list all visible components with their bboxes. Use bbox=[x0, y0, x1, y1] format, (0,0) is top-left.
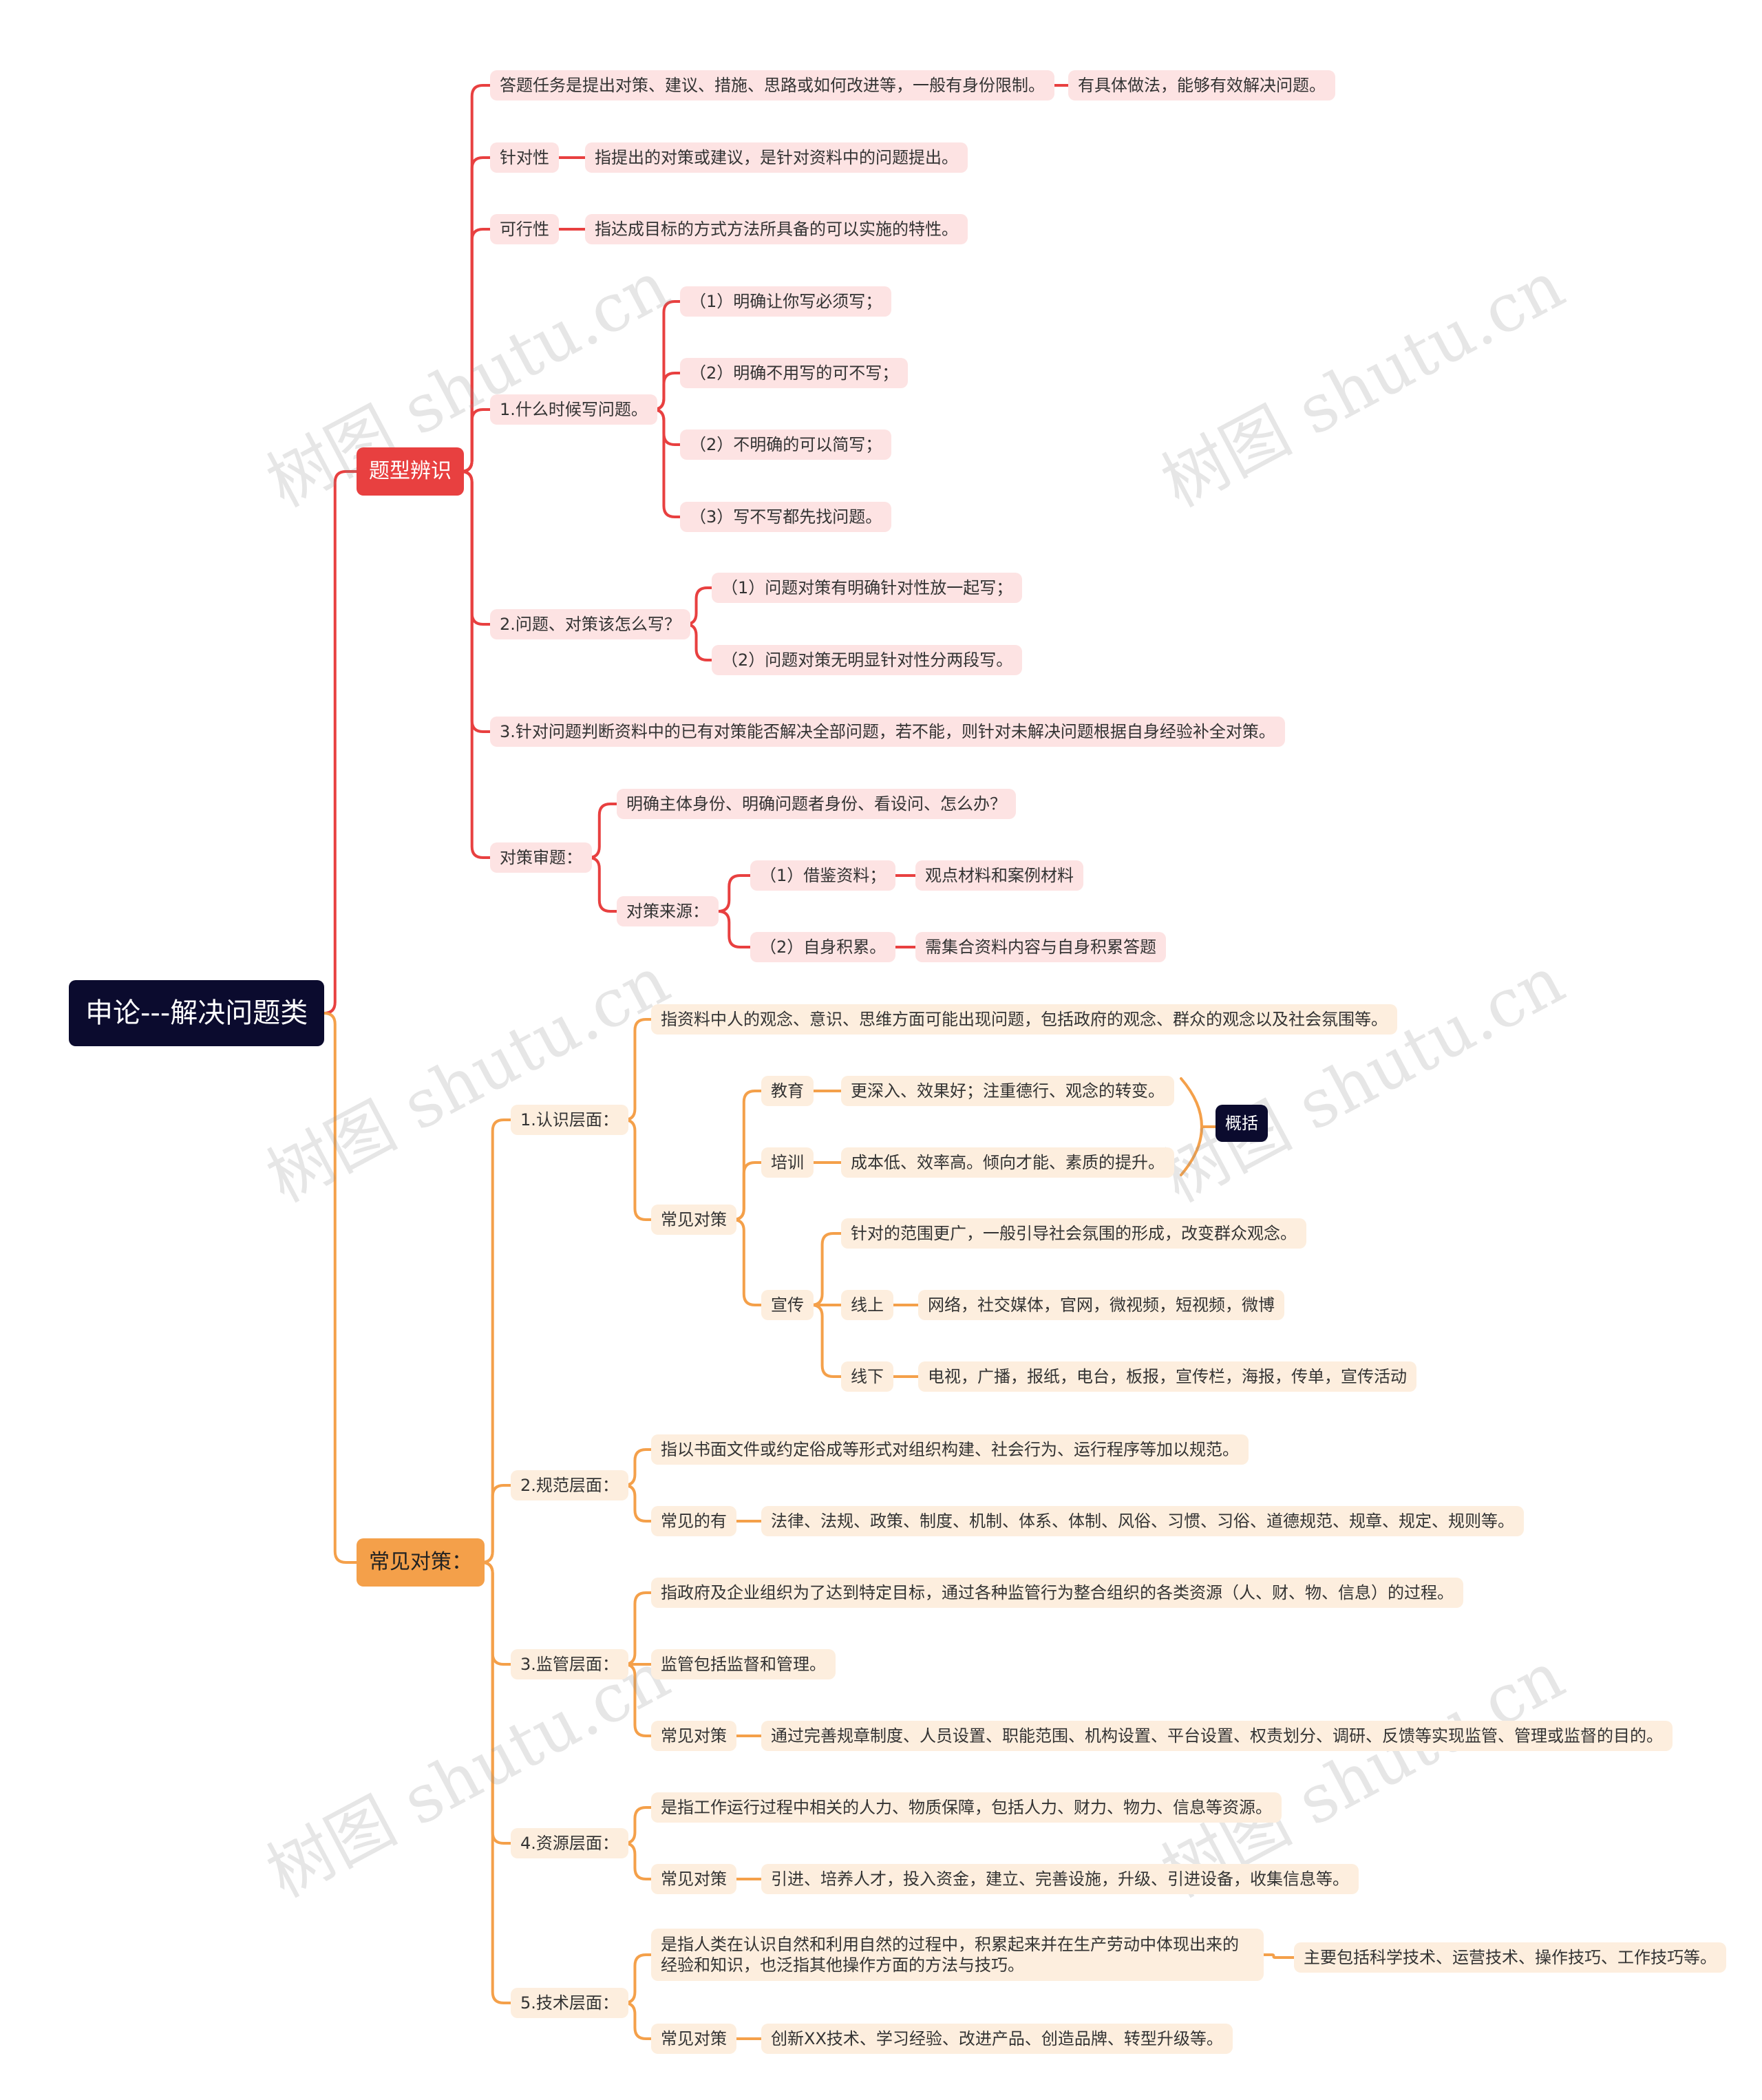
node-tech-def[interactable]: 是指人类在认识自然和利用自然的过程中，积累起来并在生产劳动中体现出来的经验和知识… bbox=[651, 1929, 1264, 1981]
connector bbox=[717, 874, 752, 913]
node-cognition-measures[interactable]: 常见对策 bbox=[651, 1205, 736, 1235]
node-norm-def[interactable]: 指以书面文件或约定俗成等形式对组织构建、社会行为、运行程序等加以规范。 bbox=[651, 1434, 1249, 1465]
node-task[interactable]: 答题任务是提出对策、建议、措施、思路或如何改进等，一般有身份限制。 bbox=[490, 70, 1054, 100]
node-norm[interactable]: 2.规范层面： bbox=[511, 1470, 628, 1500]
node-edu-child[interactable]: 更深入、效果好；注重德行、观念的转变。 bbox=[841, 1076, 1174, 1106]
connector bbox=[588, 856, 618, 913]
node-publicity[interactable]: 宣传 bbox=[761, 1290, 814, 1320]
node-judge[interactable]: 3.针对问题判断资料中的已有对策能否解决全部问题，若不能，则针对未解决问题根据自… bbox=[490, 717, 1285, 747]
node-tech-measures-child[interactable]: 创新XX技术、学习经验、改进产品、创造品牌、转型升级等。 bbox=[761, 2024, 1233, 2054]
node-norm-common[interactable]: 常见的有 bbox=[651, 1506, 736, 1536]
node-cognition[interactable]: 1.认识层面： bbox=[511, 1105, 628, 1135]
connector bbox=[1262, 1953, 1295, 1959]
node-feasible-child[interactable]: 指达成目标的方式方法所具备的可以实施的特性。 bbox=[585, 214, 968, 244]
node-online[interactable]: 线上 bbox=[841, 1290, 893, 1320]
node-resource-measures-child[interactable]: 引进、培养人才，投入资金，建立、完善设施，升级、引进设备，收集信息等。 bbox=[761, 1864, 1359, 1894]
connector bbox=[460, 470, 491, 859]
node-supervise-def[interactable]: 指政府及企业组织为了达到特定目标，通过各种监管行为整合组织的各类资源（人、财、物… bbox=[651, 1578, 1463, 1608]
connector bbox=[624, 2002, 652, 2040]
node-offline-child[interactable]: 电视，广播，报纸，电台，板报，宣传栏，海报，传单，宣传活动 bbox=[918, 1361, 1416, 1392]
connector bbox=[460, 470, 491, 626]
node-supervise-measures-child[interactable]: 通过完善规章制度、人员设置、职能范围、机构设置、平台设置、权责划分、调研、反馈等… bbox=[761, 1721, 1673, 1751]
node-resource-def[interactable]: 是指工作运行过程中相关的人力、物质保障，包括人力、财力、物力、信息等资源。 bbox=[651, 1792, 1282, 1823]
node-source[interactable]: 对策来源： bbox=[617, 896, 719, 926]
node-offline[interactable]: 线下 bbox=[841, 1361, 893, 1392]
connector bbox=[624, 1484, 652, 1523]
branch-question-type[interactable]: 题型辨识 bbox=[357, 447, 464, 496]
connector bbox=[811, 1304, 842, 1378]
connector bbox=[732, 1090, 763, 1221]
branch-common-measures[interactable]: 常见对策： bbox=[357, 1538, 485, 1587]
connector bbox=[460, 470, 491, 733]
connector bbox=[717, 910, 752, 948]
root-topic[interactable]: 申论---解决问题类 bbox=[69, 980, 325, 1046]
connector bbox=[624, 1118, 652, 1221]
connector bbox=[460, 408, 491, 473]
node-publicity-1[interactable]: 针对的范围更广，一般引导社会氛围的形成，改变群众观念。 bbox=[841, 1218, 1306, 1249]
node-how-1[interactable]: （1）问题对策有明确针对性放一起写； bbox=[712, 573, 1023, 603]
node-when[interactable]: 1.什么时候写问题。 bbox=[490, 394, 657, 425]
node-resource[interactable]: 4.资源层面： bbox=[511, 1828, 628, 1858]
node-targeted[interactable]: 针对性 bbox=[490, 142, 559, 173]
node-tech[interactable]: 5.技术层面： bbox=[511, 1988, 628, 2018]
connector bbox=[624, 1018, 652, 1121]
node-norm-common-child[interactable]: 法律、法规、政策、制度、机制、体系、体制、风俗、习惯、习俗、道德规范、规章、规定… bbox=[761, 1506, 1524, 1536]
node-train[interactable]: 培训 bbox=[761, 1147, 814, 1178]
connector bbox=[460, 228, 491, 473]
node-train-child[interactable]: 成本低、效率高。倾向才能、素质的提升。 bbox=[841, 1147, 1174, 1178]
connector bbox=[481, 1118, 512, 1564]
connector bbox=[481, 1561, 512, 1845]
summary-bracket bbox=[1180, 1077, 1203, 1176]
connector bbox=[732, 1161, 763, 1221]
connector bbox=[588, 803, 618, 859]
node-when-4[interactable]: （3）写不写都先找问题。 bbox=[680, 502, 892, 532]
connector bbox=[323, 1012, 358, 1564]
connector bbox=[652, 408, 681, 518]
node-cognition-def[interactable]: 指资料中人的观念、意识、思维方面可能出现问题，包括政府的观念、群众的观念以及社会… bbox=[651, 1004, 1397, 1035]
connector bbox=[481, 1561, 512, 1666]
node-resource-measures[interactable]: 常见对策 bbox=[651, 1864, 736, 1894]
node-tech-def-child[interactable]: 主要包括科学技术、运营技术、操作技巧、工作技巧等。 bbox=[1294, 1942, 1726, 1973]
node-when-2[interactable]: （2）明确不用写的可不写； bbox=[680, 358, 909, 388]
node-source-2[interactable]: （2）自身积累。 bbox=[750, 932, 896, 962]
node-how[interactable]: 2.问题、对策该怎么写？ bbox=[490, 609, 690, 639]
connector bbox=[732, 1218, 763, 1306]
connector bbox=[811, 1232, 842, 1306]
node-how-2[interactable]: （2）问题对策无明显针对性分两段写。 bbox=[712, 645, 1023, 675]
connector bbox=[323, 470, 358, 1015]
node-when-1[interactable]: （1）明确让你写必须写； bbox=[680, 286, 892, 317]
connector bbox=[481, 1561, 512, 2004]
node-tech-measures[interactable]: 常见对策 bbox=[651, 2024, 736, 2054]
node-task-child[interactable]: 有具体做法，能够有效解决问题。 bbox=[1068, 70, 1335, 100]
connector bbox=[460, 156, 491, 473]
node-edu[interactable]: 教育 bbox=[761, 1076, 814, 1106]
node-source-2-child[interactable]: 需集合资料内容与自身积累答题 bbox=[915, 932, 1166, 962]
node-supervise-measures[interactable]: 常见对策 bbox=[651, 1721, 736, 1751]
summary-label[interactable]: 概括 bbox=[1216, 1105, 1268, 1142]
node-when-3[interactable]: （2）不明确的可以简写； bbox=[680, 429, 892, 460]
node-targeted-child[interactable]: 指提出的对策或建议，是针对资料中的问题提出。 bbox=[585, 142, 968, 173]
node-feasible[interactable]: 可行性 bbox=[490, 214, 559, 244]
node-review[interactable]: 对策审题： bbox=[490, 842, 592, 873]
node-source-1-child[interactable]: 观点材料和案例材料 bbox=[915, 860, 1083, 891]
connector bbox=[624, 1663, 652, 1737]
node-review-1[interactable]: 明确主体身份、明确问题者身份、看设问、怎么办？ bbox=[617, 789, 1016, 819]
node-supervise[interactable]: 3.监管层面： bbox=[511, 1649, 628, 1679]
connector bbox=[624, 1842, 652, 1880]
node-source-1[interactable]: （1）借鉴资料； bbox=[750, 860, 896, 891]
connector bbox=[652, 300, 681, 411]
connector bbox=[481, 1484, 512, 1564]
node-online-child[interactable]: 网络，社交媒体，官网，微视频，短视频，微博 bbox=[918, 1290, 1284, 1320]
node-supervise-def2[interactable]: 监管包括监督和管理。 bbox=[651, 1649, 836, 1679]
